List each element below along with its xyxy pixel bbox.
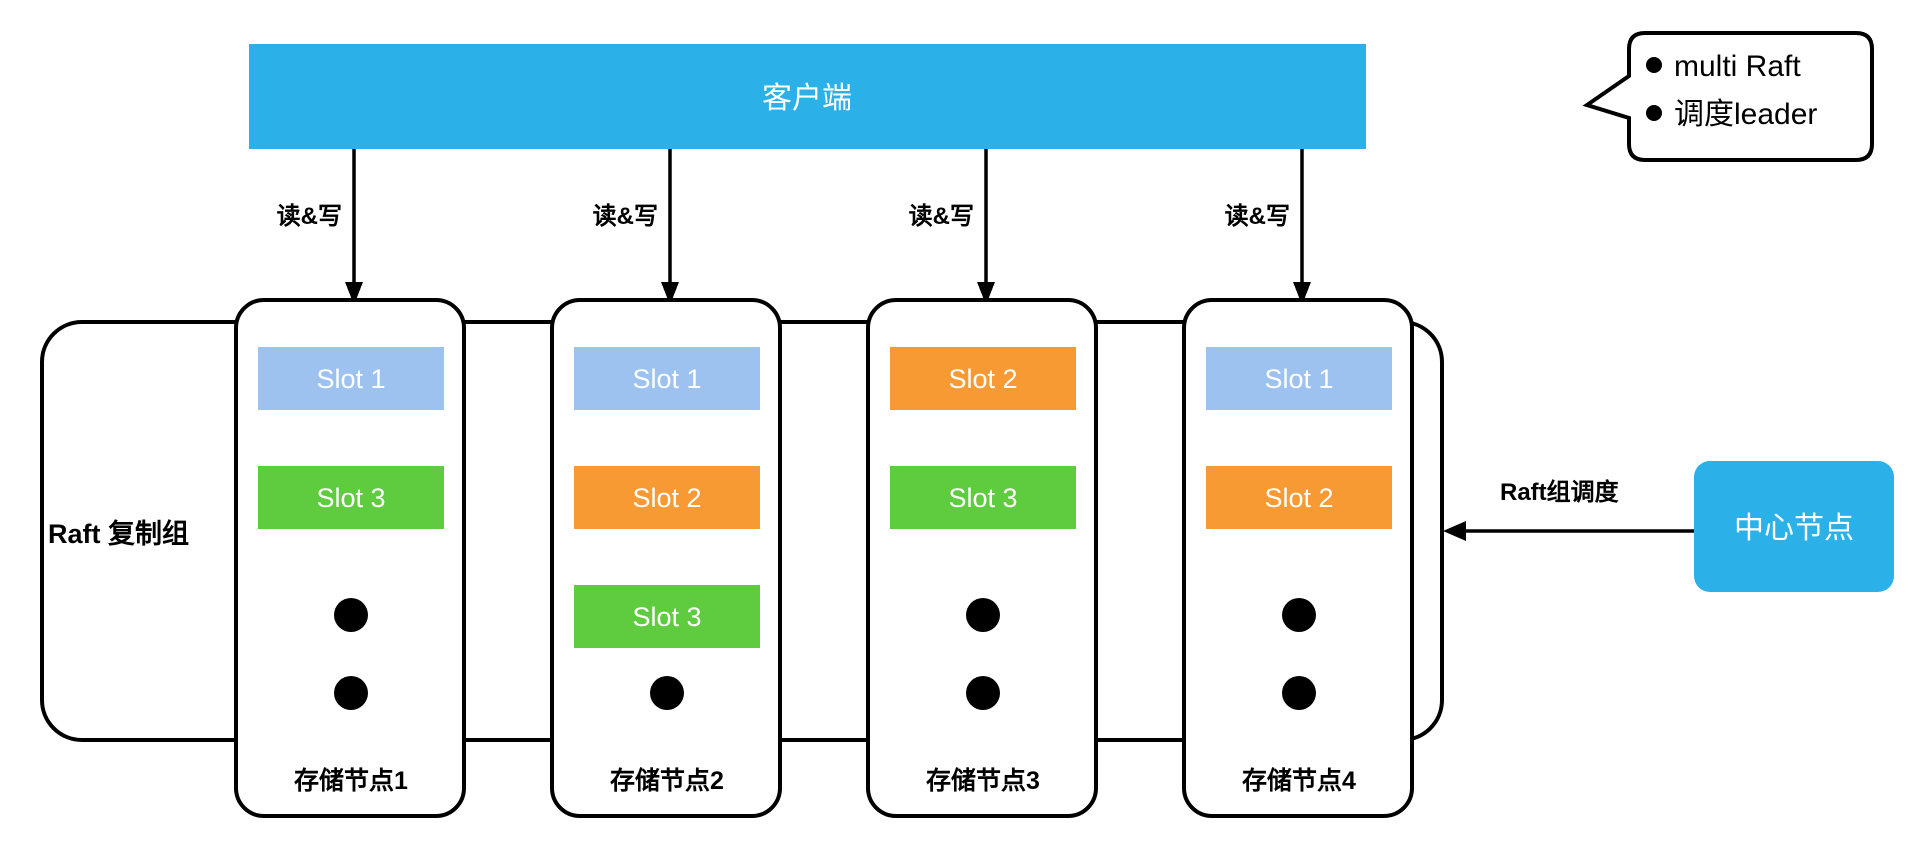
- callout-bullet-2: 调度leader: [1674, 98, 1817, 131]
- ellipsis-dot: [1282, 676, 1316, 710]
- bullet-dot-icon: [1646, 105, 1662, 121]
- slot-label: Slot 3: [316, 483, 385, 513]
- center-node-box[interactable]: [1694, 461, 1894, 592]
- edge-label-read-write-1: 读&写: [277, 203, 342, 230]
- ellipsis-dot: [334, 676, 368, 710]
- slot-label: Slot 3: [948, 483, 1017, 513]
- slot-box: [574, 585, 760, 648]
- storage-node-3[interactable]: Slot 2 Slot 3 存储节点3: [866, 298, 1098, 818]
- bullet-dot-icon: [1646, 57, 1662, 73]
- slot-label: Slot 1: [316, 364, 385, 394]
- slot-box: [574, 347, 760, 410]
- slot-label: Slot 3: [632, 602, 701, 632]
- slot-box: [890, 466, 1076, 529]
- storage-node-1[interactable]: Slot 1 Slot 3 存储节点1: [234, 298, 466, 818]
- slot-box: [1206, 466, 1392, 529]
- slot-label: Slot 1: [1264, 364, 1333, 394]
- client-bar-label: 客户端: [762, 82, 852, 115]
- slot-box: [258, 347, 444, 410]
- slot-label: Slot 2: [632, 483, 701, 513]
- client-bar: [249, 44, 1366, 149]
- center-node-label: 中心节点: [1734, 512, 1854, 545]
- edge-label-read-write-4: 读&写: [1225, 203, 1290, 230]
- slot-box: [890, 347, 1076, 410]
- storage-node-label: 存储节点2: [610, 766, 724, 795]
- edge-label-read-write-3: 读&写: [909, 203, 974, 230]
- slot-box: [258, 466, 444, 529]
- client-to-node-arrows: 读&写 读&写 读&写 读&写: [277, 149, 1311, 305]
- slot-label: Slot 1: [632, 364, 701, 394]
- raft-replication-group-label: Raft 复制组: [48, 518, 189, 549]
- callout-bullet-1: multi Raft: [1674, 50, 1801, 83]
- ellipsis-dot: [334, 598, 368, 632]
- center-node-arrow: Raft组调度: [1443, 478, 1694, 541]
- edge-label-raft-schedule: Raft组调度: [1500, 478, 1620, 506]
- storage-node-label: 存储节点4: [1242, 766, 1356, 795]
- callout-bubble: multi Raft 调度leader: [1582, 31, 1874, 162]
- storage-node-label: 存储节点1: [294, 766, 408, 795]
- storage-node-label: 存储节点3: [926, 766, 1040, 795]
- slot-box: [1206, 347, 1392, 410]
- edge-label-read-write-2: 读&写: [593, 203, 658, 230]
- ellipsis-dot: [1282, 598, 1316, 632]
- slot-label: Slot 2: [1264, 483, 1333, 513]
- slot-box: [574, 466, 760, 529]
- ellipsis-dot: [650, 676, 684, 710]
- ellipsis-dot: [966, 676, 1000, 710]
- slot-label: Slot 2: [948, 364, 1017, 394]
- storage-node-2[interactable]: Slot 1 Slot 2 Slot 3 存储节点2: [550, 298, 782, 818]
- storage-node-4[interactable]: Slot 1 Slot 2 存储节点4: [1182, 298, 1414, 818]
- ellipsis-dot: [966, 598, 1000, 632]
